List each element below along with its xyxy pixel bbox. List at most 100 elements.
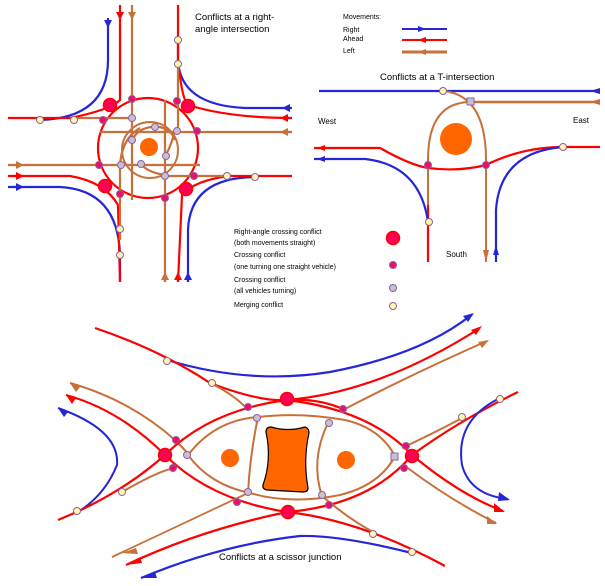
crossing-one-turning-marker [172,436,180,444]
right-turn-path [460,397,509,500]
traffic-island [140,138,158,156]
left-turn-path [404,465,497,524]
crossing-one-turning-marker [116,190,124,198]
merging-conflict-marker [118,488,126,496]
crossing-all-turning-marker [390,452,399,461]
t-intersection-title: Conflicts at a T-intersection [380,72,494,83]
crossing-all-turning-marker [173,127,181,135]
legend-label: Crossing conflict [234,252,285,259]
legend-label: (all vehicles turning) [234,288,296,295]
merging-conflict-marker [458,413,466,421]
crossing-one-turning-marker [400,464,408,472]
legend-label: (one turning one straight vehicle) [234,264,336,271]
legend-label: (both movements straight) [234,240,315,247]
movements-legend: Movements: Right Ahead Left [343,14,447,55]
crossing-all-turning-marker [151,123,159,131]
conflicts-legend: Right-angle crossing conflict (both move… [234,229,401,310]
left-turn-path [121,467,176,493]
merging-conflict-marker [369,530,377,538]
arrow-icon [141,572,157,578]
crossing-one-turning-marker [233,498,241,506]
right-angle-conflict-marker [157,447,173,463]
crossing-all-turning-marker [128,136,136,144]
merging-conflict-marker [208,379,216,387]
merging-conflict-marker [559,143,567,151]
left-turn-path [209,382,249,411]
crossing-all-turning-marker [117,161,125,169]
merging-conflict-marker [408,548,416,556]
ahead-path [57,454,166,522]
ahead-path [411,454,504,513]
crossing-one-turning-marker [482,161,490,169]
scissor-junction: Conflicts at a scissor junction [57,313,519,580]
left-turn-path [111,492,249,558]
arrow-icon [126,557,142,565]
right-angle-conflict-marker [279,391,295,407]
merging-conflict-marker [439,87,447,95]
crossing-all-turning-marker [389,284,397,292]
central-traffic-island [262,426,310,493]
merging-conflict-marker [389,302,397,310]
crossing-one-turning-marker [193,127,201,135]
legend-label: Right-angle crossing conflict [234,229,322,236]
right-angle-conflict-marker [385,230,401,246]
right-angle-title-line2: angle intersection [195,24,269,35]
right-turn-path [314,157,430,223]
right-turn-path [8,185,122,282]
left-turn-path [401,417,463,449]
ahead-path [125,510,288,566]
arrow-icon [122,548,138,554]
crossing-all-turning-marker [318,491,326,499]
arrow-icon [494,503,505,512]
left-turn-loop [118,127,141,166]
right-turn-path [57,407,119,513]
west-label: West [318,117,337,126]
right-turn-path [494,145,564,262]
arrow-icon [498,492,510,501]
arrow-icon [590,99,600,105]
scissor-junction-title: Conflicts at a scissor junction [219,552,342,563]
crossing-one-turning-marker [402,442,410,450]
right-angle-title-line1: Conflicts at a right- [195,12,274,23]
merging-conflict-marker [174,60,182,68]
crossing-all-turning-marker [128,114,136,122]
right-angle-conflict-marker [102,97,118,113]
traffic-island [337,451,355,469]
left-turn-loop [121,121,179,179]
arrow-icon [58,408,68,417]
right-angle-intersection: Conflicts at a right- angle intersection [8,5,293,283]
crossing-all-turning-marker [244,488,252,496]
ahead-path [411,391,519,456]
crossing-one-turning-marker [128,95,136,103]
crossing-one-turning-marker [424,161,432,169]
ahead-path [8,5,122,120]
merging-conflict-marker [70,116,78,124]
arrow-icon [418,37,426,43]
movements-legend-label: Left [343,48,355,55]
crossing-one-turning-marker [389,261,397,269]
t-intersection: Conflicts at a T-intersection West East … [314,72,600,262]
merging-conflict-marker [116,251,124,259]
crossing-one-turning-marker [339,405,347,413]
right-turn-path [39,18,110,122]
left-turn-path [247,416,259,494]
ahead-path [94,326,346,411]
ahead-path [65,393,166,456]
arrow-icon [463,313,474,322]
traffic-island [221,449,239,467]
arrow-icon [478,340,489,348]
left-turn-path [69,382,190,456]
crossing-all-turning-marker [162,152,170,160]
left-turn-path [443,90,487,262]
movements-legend-label: Right [343,27,359,34]
ahead-path [286,510,446,567]
right-angle-conflict-marker [178,181,194,197]
crossing-one-turning-marker [325,501,333,509]
merging-conflict-marker [163,357,171,365]
arrow-icon [487,516,497,524]
crossing-all-turning-marker [183,451,191,459]
right-angle-conflict-marker [180,98,196,114]
crossing-all-turning-marker [253,414,261,422]
crossing-one-turning-marker [161,194,169,202]
crossing-one-turning-marker [244,403,252,411]
